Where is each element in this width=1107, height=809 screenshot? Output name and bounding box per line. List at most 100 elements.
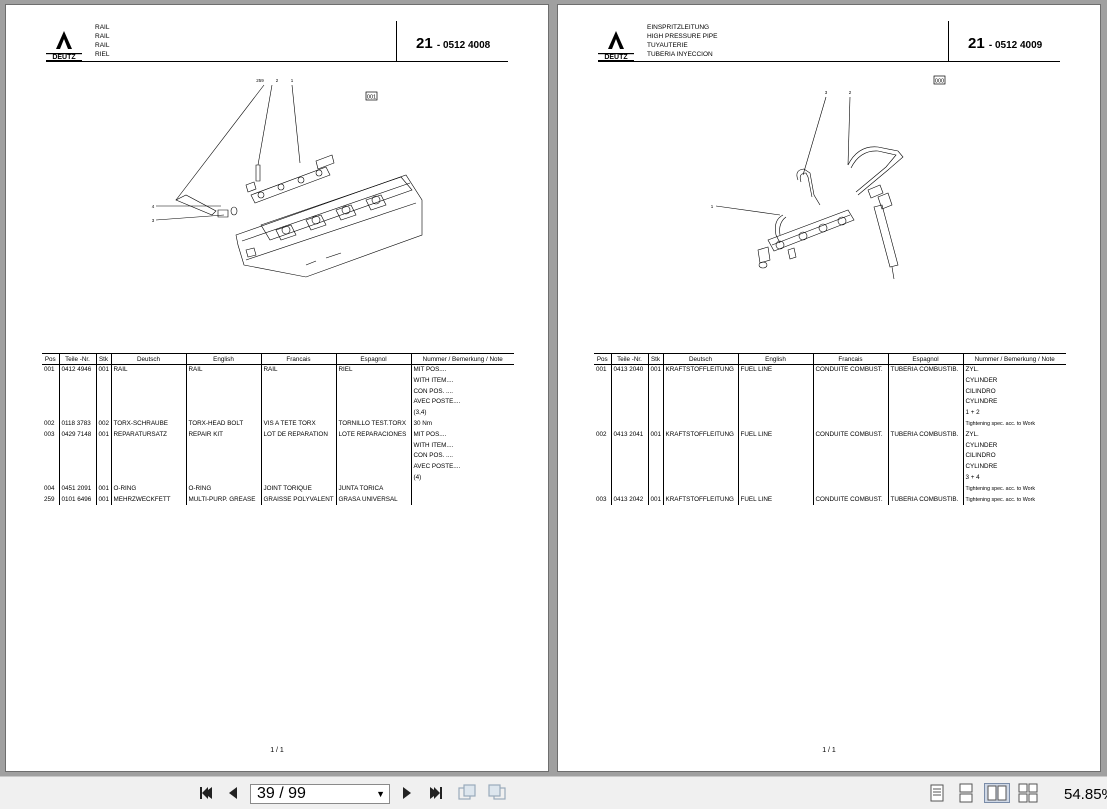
cell-pos: 001: [44, 366, 55, 373]
cell-note: (3,4): [410, 408, 514, 419]
cell-francais: CONDUITE COMBUST.: [812, 494, 888, 506]
cell-pos: [594, 441, 611, 452]
cell-part-number: [58, 451, 96, 463]
cell-part-number: [610, 386, 648, 398]
cell-note: Tightening spec. acc. to Work: [962, 418, 1066, 430]
callout-4: 4: [152, 204, 155, 209]
deutz-logo: DEUTZ: [46, 31, 82, 62]
cell-francais: [260, 375, 336, 387]
facing-pages-icon: [987, 785, 1007, 801]
zoom-level[interactable]: 54.85%: [1064, 786, 1107, 803]
cell-pos: [42, 451, 59, 462]
cell-espagnol: TUBERIA COMBUSTIB.: [887, 429, 963, 441]
cell-pos: [594, 397, 611, 408]
cell-espagnol: [887, 483, 963, 495]
previous-page-button[interactable]: [224, 783, 242, 803]
header-divider: [396, 21, 397, 61]
page-number-select[interactable]: 39 / 99 ▼: [250, 784, 390, 804]
first-page-button[interactable]: [196, 783, 216, 803]
cell-note: CYLINDRE: [962, 462, 1066, 473]
cell-note: CYLINDRE: [962, 397, 1066, 409]
col-part-number: Teile -Nr.: [610, 353, 648, 365]
cell-qty: [95, 397, 111, 409]
table-row: CILINDRO: [594, 451, 1066, 463]
cell-deutsch: [662, 386, 738, 398]
cell-part-number: 0451 2091: [58, 483, 96, 495]
col-english: English: [185, 353, 261, 365]
cell-note: AVEC POSTE....: [410, 462, 514, 473]
cell-english: [185, 397, 261, 409]
cell-part-number: 0118 3783: [58, 418, 96, 430]
group-code: 21: [968, 35, 985, 52]
facing-pages-view-button[interactable]: [984, 783, 1010, 803]
rotate-right-button[interactable]: [486, 783, 508, 803]
single-page-view-button[interactable]: [928, 783, 946, 803]
last-page-button[interactable]: [426, 783, 446, 803]
table-row: WITH ITEM....: [42, 440, 514, 452]
table-header-row: Pos Teile -Nr. Stk Deutsch English Franc…: [42, 353, 514, 365]
cell-english: REPAIR KIT: [185, 429, 261, 441]
part-names: EINSPRITZLEITUNG HIGH PRESSURE PIPE TUYA…: [647, 23, 717, 59]
cell-deutsch: KRAFTSTOFFLEITUNG: [662, 429, 738, 441]
cell-part-number: [58, 386, 96, 398]
col-english: English: [737, 353, 813, 365]
cell-qty: [647, 386, 663, 398]
table-row: (3,4): [42, 408, 514, 419]
cell-deutsch: [662, 472, 738, 484]
cell-espagnol: TUBERIA COMBUSTIB.: [887, 494, 963, 506]
cell-english: [737, 462, 813, 473]
cell-pos: [594, 387, 611, 398]
cell-espagnol: [335, 472, 411, 484]
cell-deutsch: [110, 386, 186, 398]
col-note: Nummer / Bemerkung / Note: [962, 353, 1066, 365]
cell-qty: [647, 483, 663, 495]
cell-francais: [260, 462, 336, 473]
cell-english: [737, 408, 813, 419]
cell-note: ZYL.: [962, 364, 1066, 376]
last-page-icon: [430, 787, 442, 799]
cell-qty: [95, 386, 111, 398]
cell-francais: [260, 397, 336, 409]
cell-note: AVEC POSTE....: [410, 397, 514, 409]
cell-english: [737, 375, 813, 387]
next-page-button[interactable]: [398, 783, 416, 803]
single-page-view-icon: [930, 784, 944, 802]
cell-note: [410, 483, 514, 495]
col-deutsch: Deutsch: [110, 353, 186, 365]
cell-deutsch: [662, 408, 738, 419]
continuous-facing-icon: [1018, 783, 1038, 803]
cell-espagnol: [887, 440, 963, 452]
cell-francais: GRAISSE POLYVALENT: [260, 494, 336, 506]
cell-francais: JOINT TORIQUE: [260, 483, 336, 495]
cell-francais: [260, 451, 336, 463]
name-fr: TUYAUTERIE: [647, 42, 688, 49]
logo-text: DEUTZ: [604, 54, 628, 61]
cell-english: [737, 483, 813, 495]
cell-deutsch: [662, 418, 738, 430]
cell-pos: [594, 462, 611, 473]
rotate-left-button[interactable]: [456, 783, 478, 803]
cell-qty: [95, 440, 111, 452]
cell-qty: [647, 451, 663, 463]
continuous-facing-view-button[interactable]: [1016, 783, 1040, 803]
col-part-number: Teile -Nr.: [58, 353, 96, 365]
cell-qty: [95, 472, 111, 484]
cell-english: [185, 408, 261, 419]
previous-page-icon: [229, 787, 237, 799]
cell-pos: [42, 387, 59, 398]
cell-espagnol: [335, 397, 411, 409]
cell-part-number: [58, 472, 96, 484]
cell-deutsch: [110, 451, 186, 463]
continuous-view-button[interactable]: [957, 783, 975, 803]
cell-espagnol: [335, 375, 411, 387]
table-row: CYLINDRE: [594, 397, 1066, 409]
page-footer: 1 / 1: [270, 747, 284, 754]
parts-table: Pos Teile -Nr. Stk Deutsch English Franc…: [42, 353, 514, 506]
cell-francais: [260, 386, 336, 398]
cell-pos: [42, 473, 59, 484]
group-number: 21 - 0512 4008: [416, 35, 490, 52]
